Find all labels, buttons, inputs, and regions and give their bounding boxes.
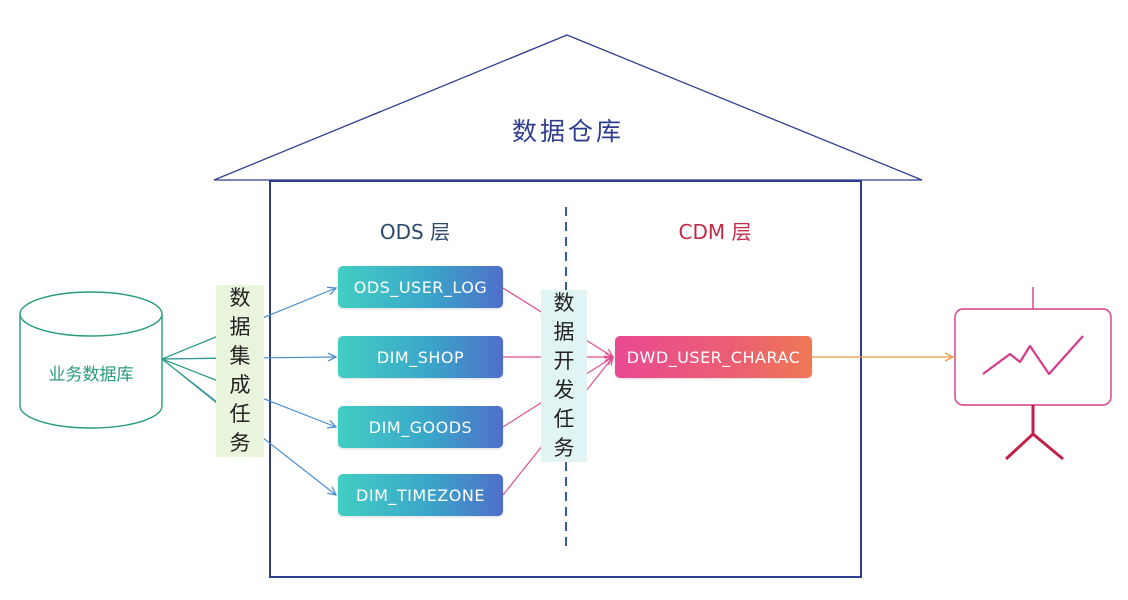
vertical-char: 开 (553, 349, 575, 373)
dwd-user-charac-node: DWD_USER_CHARAC (615, 336, 812, 378)
integration-task-label: 数据集成任务 (216, 285, 264, 457)
vertical-char: 据 (553, 320, 575, 344)
vertical-char: 成 (229, 373, 251, 397)
presentation-chart-icon (954, 287, 1112, 461)
ods-user-log-node: ODS_USER_LOG (338, 266, 503, 308)
dim-shop-node: DIM_SHOP (338, 336, 503, 378)
vertical-char: 务 (553, 436, 575, 460)
warehouse-title: 数据仓库 (511, 117, 624, 146)
dim-goods-node: DIM_GOODS (338, 406, 503, 448)
cdm-layer-label: CDM 层 (678, 220, 752, 244)
vertical-char: 数 (229, 286, 251, 310)
vertical-char: 任 (229, 402, 251, 426)
warehouse-roof (213, 34, 923, 181)
vertical-char: 发 (553, 378, 575, 402)
vertical-char: 集 (229, 344, 251, 368)
database-label: 业务数据库 (48, 365, 134, 385)
ods-layer-label: ODS 层 (379, 220, 451, 244)
dim-timezone-node: DIM_TIMEZONE (338, 474, 503, 516)
warehouse-body (269, 180, 862, 578)
vertical-char: 据 (229, 315, 251, 339)
vertical-char: 任 (553, 407, 575, 431)
source-fan (161, 335, 219, 405)
vertical-char: 务 (229, 431, 251, 455)
development-task-label: 数据开发任务 (541, 290, 587, 462)
database-icon (19, 291, 163, 429)
vertical-char: 数 (553, 291, 575, 315)
